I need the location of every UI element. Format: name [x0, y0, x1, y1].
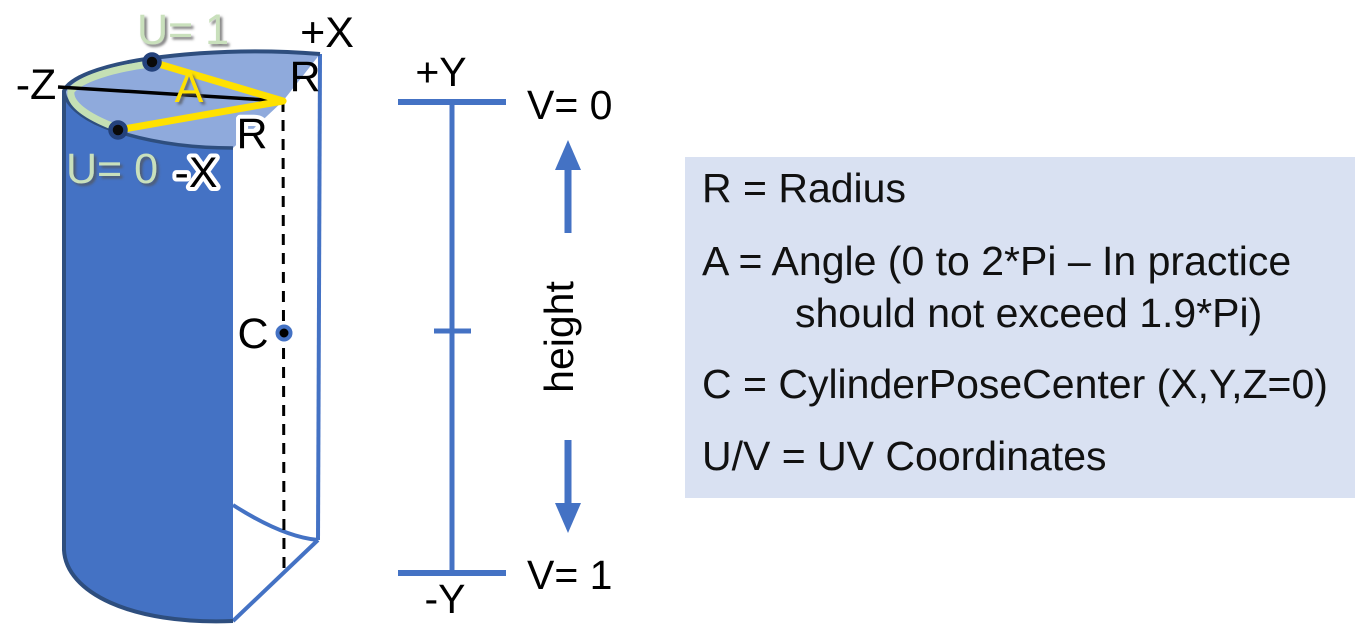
radius-front-label: R — [236, 110, 267, 158]
legend-box: R = Radius A = Angle (0 to 2*Pi – In pra… — [685, 157, 1355, 498]
minus-y-label: -Y — [425, 576, 466, 622]
minus-x-label: -X — [175, 149, 218, 197]
minus-z-label: -Z — [16, 61, 57, 109]
u0-point — [108, 120, 128, 140]
v0-label: V= 0 — [527, 82, 612, 128]
v1-label: V= 1 — [527, 552, 612, 598]
plus-y-label: +Y — [415, 49, 466, 95]
center-label: C — [237, 310, 268, 358]
angle-radius-u1 — [148, 58, 287, 105]
u1-point — [142, 52, 162, 72]
plus-x-label: +X — [300, 9, 354, 57]
uv-seam-arc — [67, 60, 154, 132]
cylinder-body — [64, 91, 233, 622]
diagram-canvas: -Z U= 1 +X R A R U= 0 -X C +Y V= 0 heig — [16, 6, 612, 624]
u0-label: U= 0 — [66, 145, 158, 193]
u1-label: U= 1 — [137, 6, 229, 54]
down-arrow-head — [555, 503, 581, 533]
legend-line-center: C = CylinderPoseCenter (X,Y,Z=0) — [702, 361, 1328, 407]
minus-z-line — [57, 85, 284, 103]
center-point — [275, 324, 293, 342]
legend-line-radius: R = Radius — [702, 165, 906, 211]
height-axis-figure: +Y V= 0 height V= 1 -Y — [398, 49, 612, 622]
inner-bottom-rim-arc — [231, 503, 319, 542]
legend-line-uv: U/V = UV Coordinates — [702, 433, 1107, 479]
outer-outline — [62, 49, 321, 624]
bottom-cut-edge — [231, 538, 320, 623]
angle-label: A — [175, 64, 204, 112]
legend-line-angle-wrap: should not exceed 1.9*Pi) — [795, 290, 1263, 336]
right-cut-edge — [316, 53, 322, 541]
up-arrow-head — [555, 140, 581, 170]
angle-radius-u0 — [114, 97, 287, 134]
cylinder-figure: -Z U= 1 +X R A R U= 0 -X C — [16, 6, 354, 624]
cylinder-top-face — [64, 51, 320, 148]
radius-top-label: R — [289, 53, 320, 101]
height-label: height — [536, 281, 582, 393]
legend-line-angle: A = Angle (0 to 2*Pi – In practice — [702, 238, 1292, 284]
